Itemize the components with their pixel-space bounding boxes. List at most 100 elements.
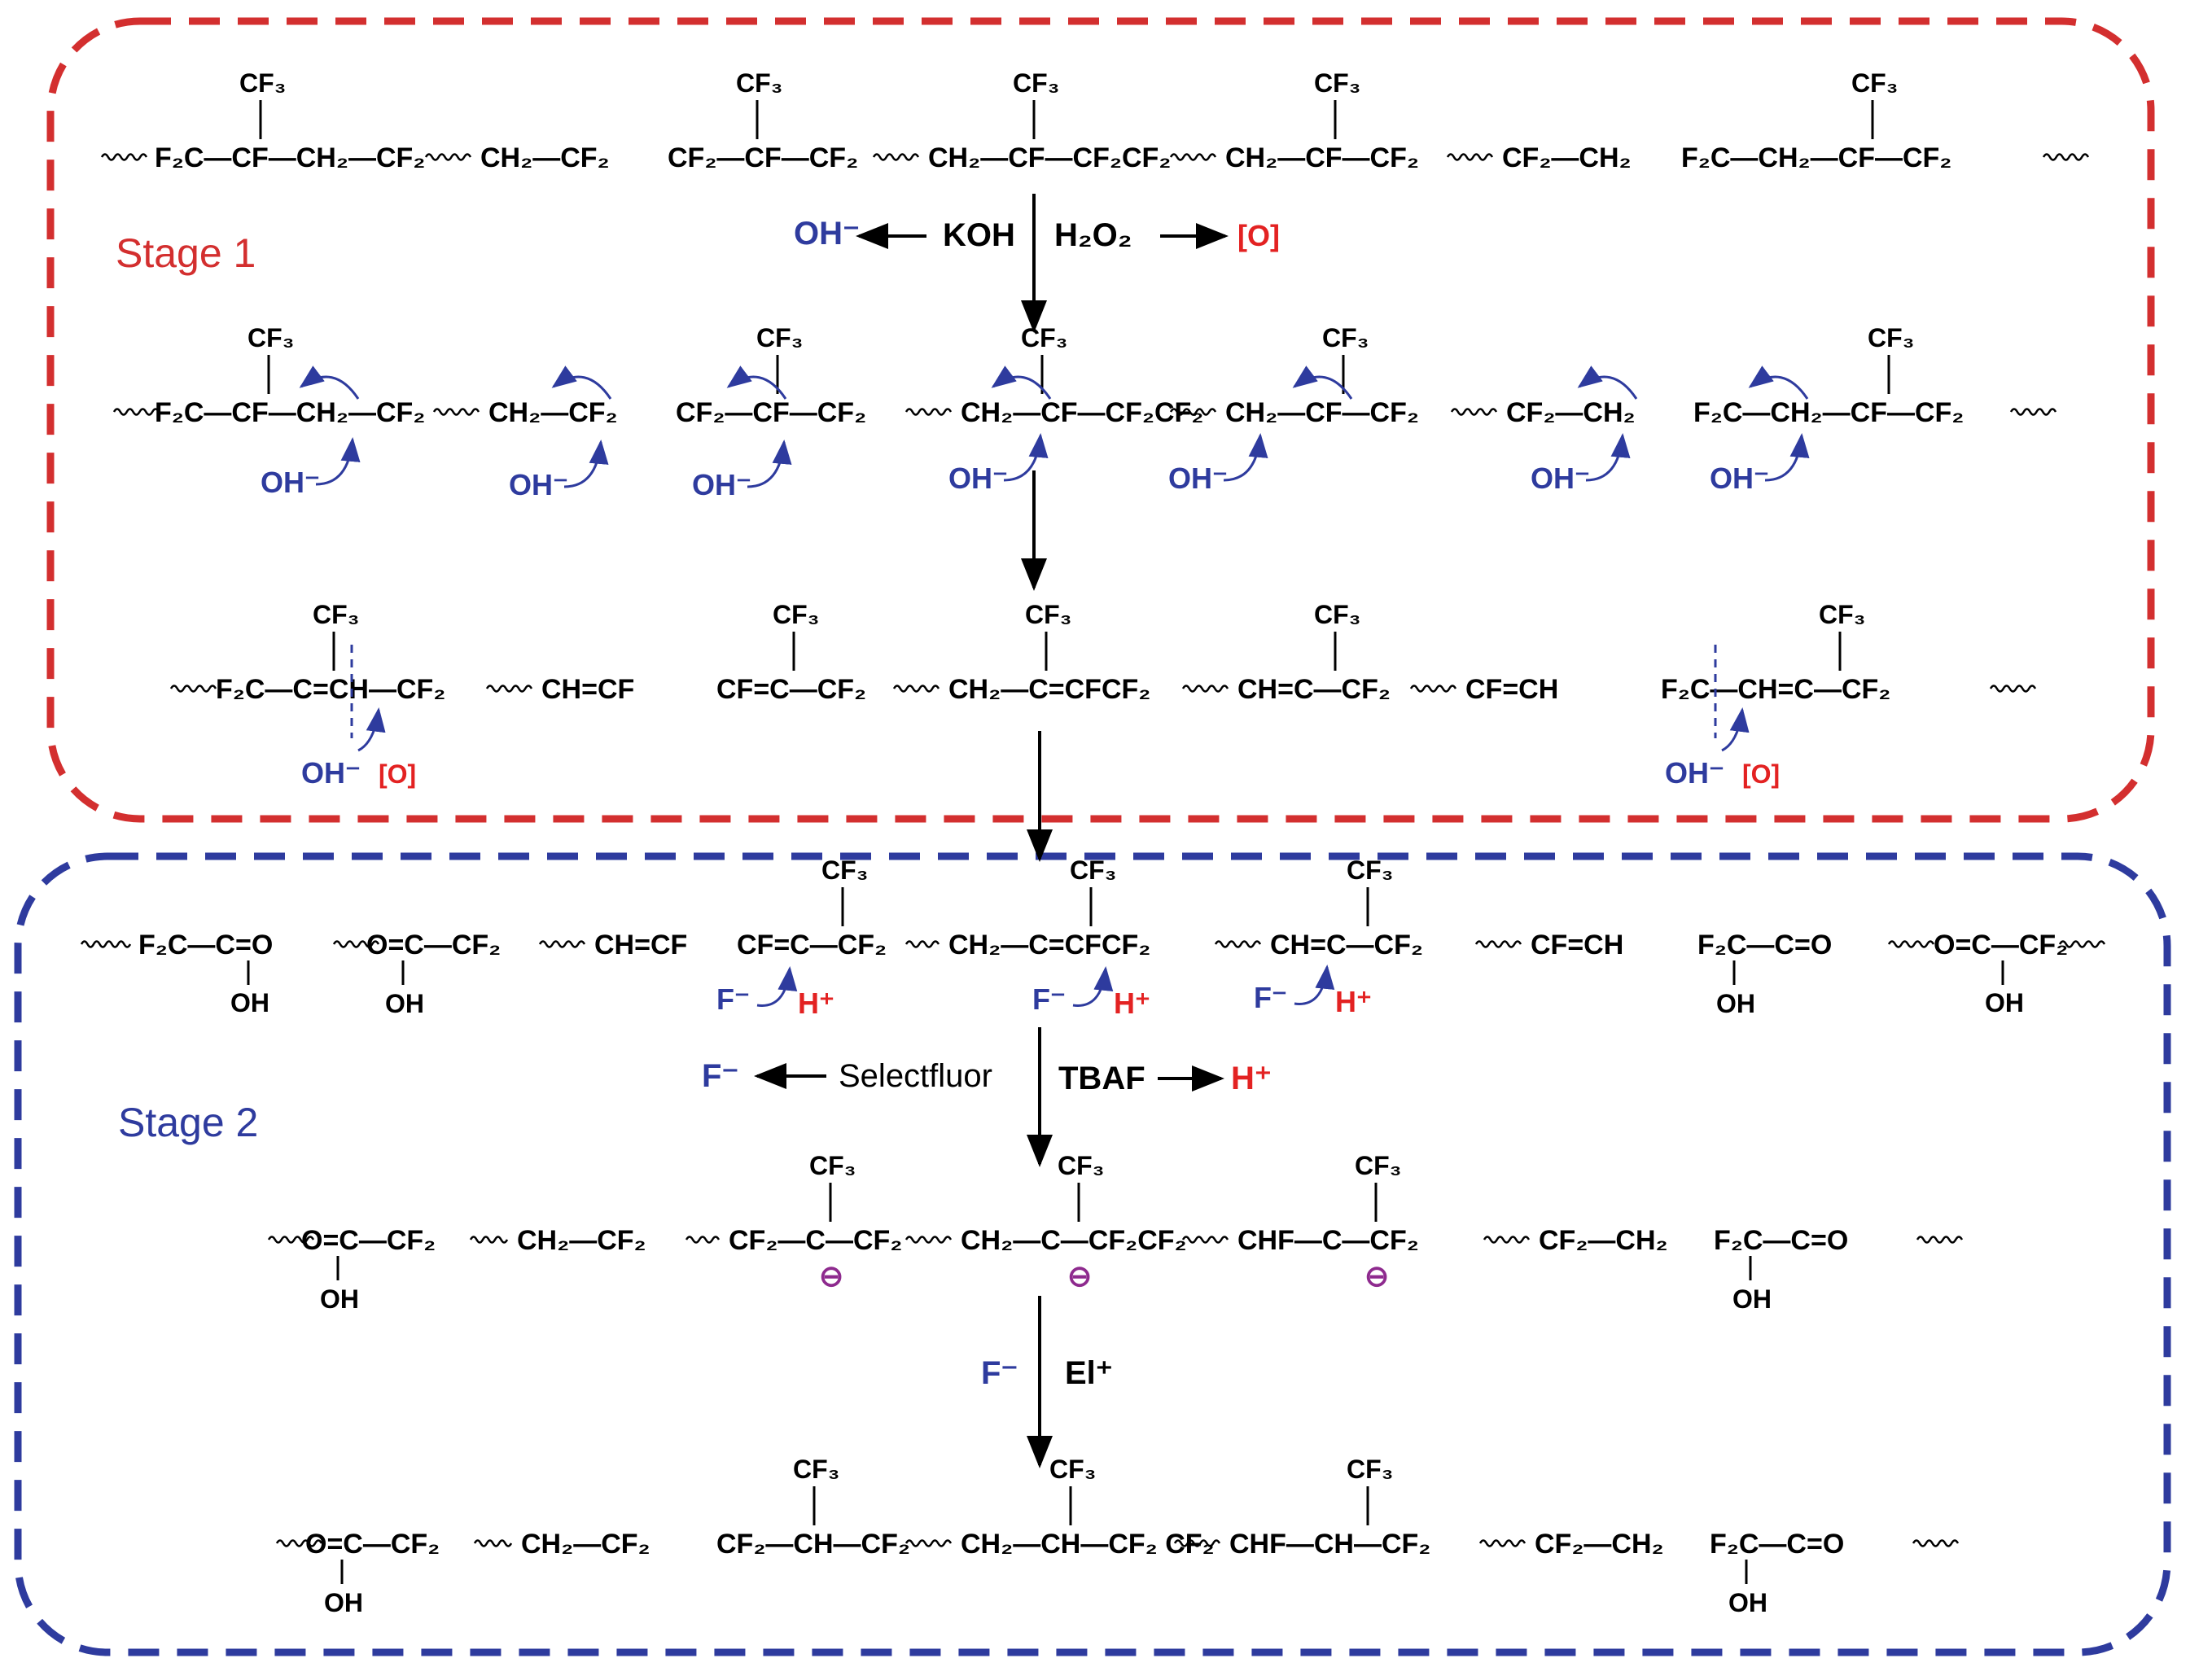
pendant-cf3: CF₃	[1070, 855, 1116, 885]
chain-segment: CH=C—CF₂	[1270, 930, 1423, 960]
hydroxide-ion: OH⁻	[509, 468, 568, 501]
electron-arrow	[357, 707, 386, 752]
pendant-cf3: CF₃	[1355, 1151, 1401, 1180]
chain-link-4-1	[685, 1236, 721, 1244]
carbanion-charge: ⊖	[1364, 1259, 1389, 1293]
chain-segment: F₂C—C=O	[1710, 1529, 1844, 1560]
hydroxyl-group: OH	[385, 989, 424, 1018]
hydroxyl-group: OH	[1732, 1284, 1772, 1314]
chain-segment: CH₂—CF₂	[488, 397, 618, 428]
proton-label: H⁺	[1335, 985, 1372, 1018]
electron-arrow	[563, 440, 609, 488]
acid-right-squiggle	[2058, 940, 2106, 948]
chain-link-0-4	[1446, 153, 1494, 161]
pendant-cf3: CF₃	[1021, 323, 1067, 352]
pendant-cf3: CF₃	[756, 323, 803, 352]
pendant-cf3: CF₃	[1322, 323, 1369, 352]
chain-link-3-4	[1474, 940, 1522, 948]
chain-segment: F₂C—CH=C—CF₂	[1661, 674, 1890, 705]
hydroxyl-group: OH	[320, 1284, 359, 1314]
pendant-cf3: CF₃	[239, 68, 286, 98]
chain-link-5-4	[1478, 1539, 1526, 1547]
carbanion-charge: ⊖	[819, 1259, 843, 1293]
hydroxyl-group: OH	[1985, 988, 2024, 1017]
hydroxide-ion: OH⁻	[1531, 462, 1590, 495]
hydroxide-ion: OH⁻	[1168, 462, 1228, 495]
stage2-label: Stage 2	[118, 1100, 258, 1145]
electron-arrow	[726, 365, 787, 400]
chain-segment: CH₂—CF₂	[517, 1225, 646, 1256]
chain-segment: CF₂—CF—CF₂	[676, 397, 866, 428]
hydroxyl-group: OH	[230, 988, 269, 1017]
chain-segment: CF=C—CF₂	[737, 930, 887, 960]
pendant-cf3: CF₃	[736, 68, 782, 98]
chain-link-1-4	[1450, 408, 1498, 416]
chain-link-0-2	[872, 153, 920, 161]
pendant-cf3: CF₃	[1058, 1151, 1104, 1180]
chain-link-1-2	[905, 408, 953, 416]
s1-byproduct-oxygen: [O]	[1237, 219, 1280, 252]
s1-byproduct-hydroxide: OH⁻	[794, 216, 860, 252]
chain-segment: CH₂—CF—CF₂	[1225, 142, 1419, 173]
electron-arrow	[1294, 965, 1335, 1005]
chain-segment: F₂C—CH₂—CF—CF₂	[1681, 142, 1951, 173]
chain-segment: F₂C—C=O	[1714, 1225, 1848, 1256]
acid-left-squiggle	[80, 940, 132, 948]
acid-fragment-left: F₂C—C=O	[138, 930, 273, 960]
hydroxide-ion: OH⁻	[948, 462, 1008, 495]
electron-arrow	[747, 440, 792, 488]
chain-link-1-3	[1169, 408, 1217, 416]
chain-end-right-2	[1989, 685, 2037, 693]
chain-segment: CF=C—CF₂	[716, 674, 866, 705]
electron-arrow	[1721, 707, 1750, 752]
chain-link-2-0	[485, 685, 533, 693]
hydroxide-ion: OH⁻	[1665, 756, 1724, 790]
chain-segment: CF₂—CF—CF₂	[668, 142, 858, 173]
pendant-cf3: CF₃	[1314, 68, 1360, 98]
electron-arrow	[1585, 433, 1631, 482]
s2-reagent-electrophile: El⁺	[1065, 1355, 1113, 1391]
oxidant-label: [O]	[1742, 759, 1780, 789]
pendant-cf3: CF₃	[1347, 855, 1393, 885]
chain-segment: CHF—CH—CF₂	[1229, 1529, 1430, 1560]
pendant-cf3: CF₃	[1013, 68, 1059, 98]
pendant-cf3: CF₃	[1819, 600, 1865, 629]
electron-arrow	[991, 365, 1052, 400]
chain-link-4-0	[469, 1236, 509, 1244]
chain-link-4-2	[905, 1236, 953, 1244]
chain-link-3-3	[1214, 940, 1262, 948]
pendant-cf3: CF₃	[1025, 600, 1071, 629]
s2-byproduct-fluoride: F⁻	[702, 1058, 739, 1094]
hydroxide-ion: OH⁻	[1710, 462, 1769, 495]
electron-arrow	[1003, 433, 1049, 482]
carbanion-charge: ⊖	[1067, 1259, 1092, 1293]
pendant-cf3: CF₃	[1347, 1455, 1393, 1484]
electron-arrow	[1292, 365, 1353, 400]
chain-link-3-2	[905, 940, 940, 948]
chain-segment: CH₂—CF—CF₂CF₂	[961, 397, 1203, 428]
chain-segment: CF₂—CH₂	[1539, 1225, 1668, 1256]
proton-label: H⁺	[798, 987, 834, 1020]
chain-link-4-4	[1483, 1236, 1531, 1244]
chain-segment: F₂C—CF—CH₂—CF₂	[155, 142, 425, 173]
chain-link-2-2	[892, 685, 940, 693]
chain-segment: CH₂—CF—CF₂	[1225, 397, 1419, 428]
s2-reagent-selectfluor: Selectfluor	[839, 1058, 992, 1094]
chain-end-right-0	[2042, 153, 2090, 161]
chain-link-0-0	[424, 153, 472, 161]
fluoride-ion: F⁻	[1032, 982, 1066, 1016]
chain-segment: CF=CH	[1531, 930, 1623, 960]
chain-segment: CF₂—CH₂	[1535, 1529, 1664, 1560]
chain-segment: CH=CF	[541, 674, 634, 705]
chain-segment: CF₂—CH₂	[1506, 397, 1636, 428]
hydroxide-ion: OH⁻	[692, 468, 751, 501]
electron-arrow	[315, 437, 361, 486]
chain-end-right-5	[1912, 1539, 1960, 1547]
chain-segment: CH₂—C=CFCF₂	[948, 930, 1150, 960]
chain-segment: CH₂—CH—CF₂ CF₂	[961, 1529, 1215, 1560]
chain-end-left-5	[275, 1539, 323, 1547]
chain-segment: CH₂—CF₂	[480, 142, 610, 173]
chain-link-2-3	[1181, 685, 1229, 693]
chain-segment: O=C—CF₂	[366, 930, 501, 960]
electron-arrow	[1748, 365, 1809, 400]
